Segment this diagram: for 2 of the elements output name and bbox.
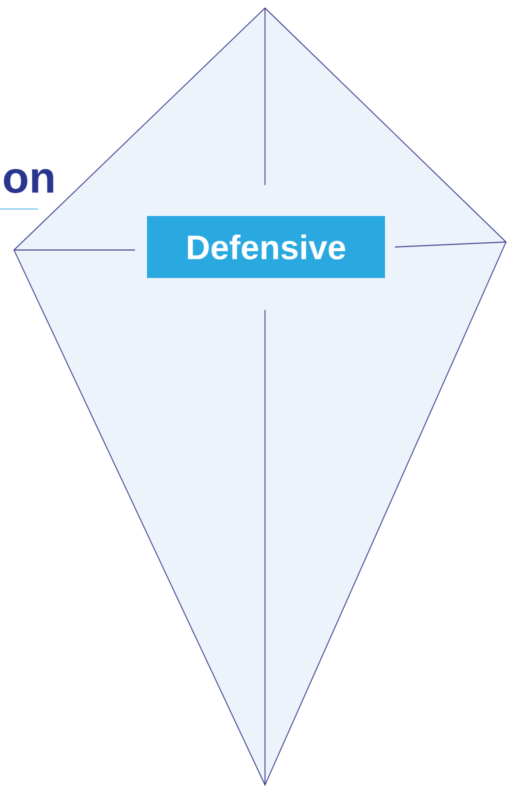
heading: on [4,168,54,194]
label-box: Defensive [147,216,385,278]
